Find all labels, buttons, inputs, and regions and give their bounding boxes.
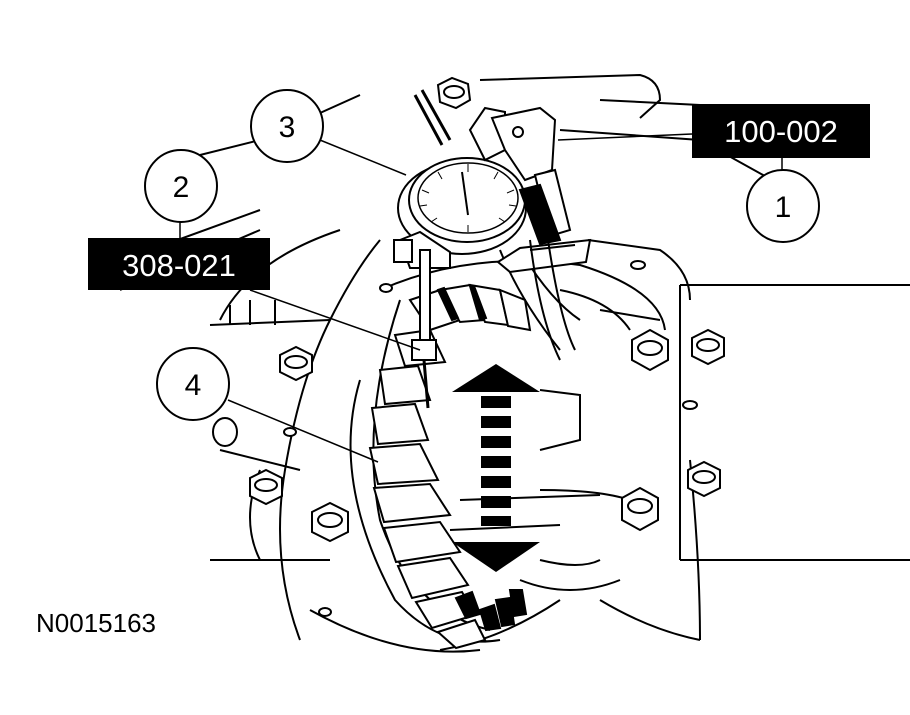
callout-3: 3 — [250, 89, 324, 163]
leader-line-1 — [557, 133, 693, 141]
figure-id: N0015163 — [36, 608, 156, 638]
bolt-head — [631, 328, 669, 372]
bolt-head — [311, 501, 349, 543]
tool-label-308-021: 308-021 — [88, 238, 270, 290]
dial-needle — [461, 171, 469, 216]
arrow-up-head — [452, 364, 540, 392]
tool-label-100-002: 100-002 — [692, 104, 870, 158]
bolt-head — [621, 486, 659, 532]
svg-text:2: 2 — [173, 171, 190, 204]
bolt-hole — [682, 400, 698, 410]
bolt-hole — [379, 283, 393, 293]
bolt-hole — [212, 417, 238, 447]
leader-line-3 — [314, 137, 407, 176]
leader-lines — [179, 133, 783, 463]
svg-text:100-002: 100-002 — [724, 114, 838, 149]
callout-1: 1 — [746, 169, 820, 243]
cover-bolts — [212, 76, 725, 617]
bolt-head — [436, 76, 472, 110]
svg-text:4: 4 — [185, 369, 202, 402]
magnetic-base-holder — [413, 89, 592, 361]
dial-indicator — [393, 157, 527, 409]
bolt-head — [279, 345, 313, 382]
arrow-down-head — [452, 542, 540, 572]
svg-text:1: 1 — [775, 191, 792, 224]
dial-tick-marks — [419, 164, 517, 232]
bolt-head — [249, 468, 283, 506]
leader-line-2 — [249, 289, 421, 351]
callout-2: 2 — [144, 149, 218, 223]
svg-text:308-021: 308-021 — [122, 248, 236, 283]
svg-text:3: 3 — [279, 111, 296, 144]
movement-double-arrow — [452, 364, 540, 572]
ring-gear — [349, 283, 532, 650]
callout-4: 4 — [156, 347, 230, 421]
bolt-head — [687, 460, 721, 498]
bolt-hole — [630, 260, 646, 270]
bolt-hole — [318, 607, 332, 617]
bolt-hole — [283, 427, 297, 437]
leader-line-4 — [227, 399, 379, 463]
bolt-head — [691, 328, 725, 366]
